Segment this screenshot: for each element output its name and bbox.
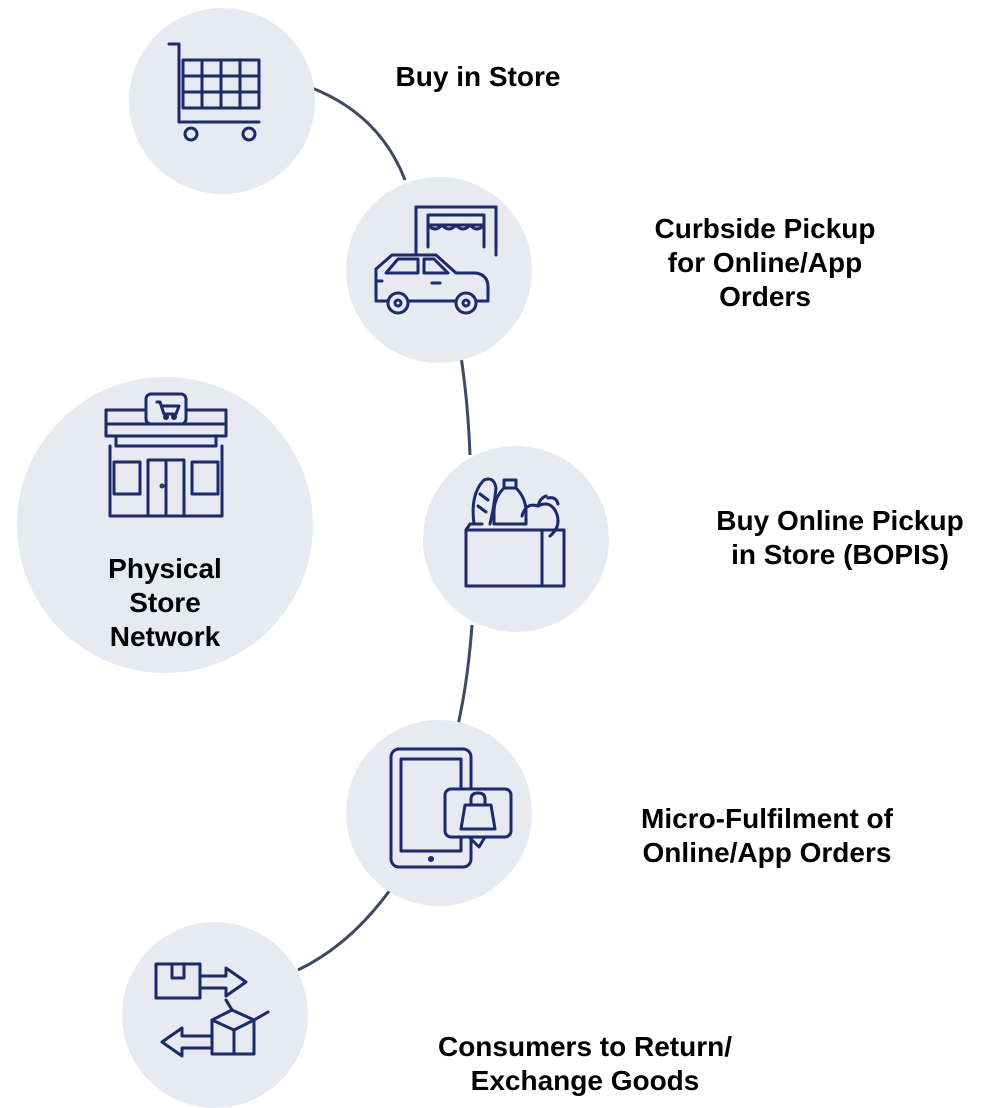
grocery-bag-icon [464,477,566,588]
step-label-bopis: Buy Online Pickup in Store (BOPIS) [716,505,964,570]
step-label-micro-fulfilment: Micro-Fulfilment of Online/App Orders [641,803,893,868]
return-exchange-icon [154,962,270,1058]
car-at-store-icon [374,205,498,315]
storefront-icon [104,392,228,518]
hub-label: Physical Store Network [108,553,222,652]
step-label-returns: Consumers to Return/ Exchange Goods [437,1031,733,1096]
hub-circle [17,377,313,673]
step-label-buy-in-store: Buy in Store [395,61,561,92]
step-label-curbside-pickup: Curbside Pickup for Online/App Orders [654,213,876,312]
step-circle-returns [122,922,308,1108]
tablet-shopping-bag-icon [389,747,513,869]
step-circle-bopis [423,446,609,632]
shopping-cart-icon [167,42,261,142]
